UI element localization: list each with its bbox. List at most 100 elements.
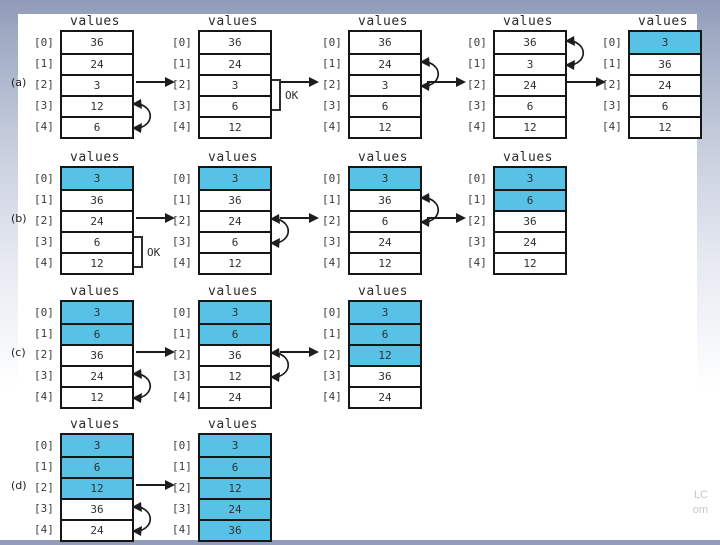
watermark-line-2: om <box>692 504 708 516</box>
index-label: [2] <box>172 214 192 227</box>
watermark-line-1: LC <box>693 489 708 501</box>
watermark: LC om <box>693 488 708 518</box>
array-cell: 12 <box>350 252 420 273</box>
array-cell: 12 <box>62 95 132 116</box>
index-label: [2] <box>172 481 192 494</box>
array-cell: 24 <box>350 386 420 407</box>
ok-bracket <box>272 79 281 111</box>
index-label: [0] <box>322 306 342 319</box>
index-column: [0][1][2][3][4] <box>34 302 58 407</box>
index-column: [0][1][2][3][4] <box>322 302 346 407</box>
array-cell: 36 <box>350 32 420 53</box>
index-label: [1] <box>172 327 192 340</box>
index-label: [1] <box>172 57 192 70</box>
array-cell: 12 <box>200 252 270 273</box>
index-label: [0] <box>34 172 54 185</box>
values-header: values <box>70 284 120 299</box>
array-cell: 6 <box>62 231 132 252</box>
index-label: [4] <box>34 523 54 536</box>
array-cell: 24 <box>62 53 132 74</box>
swap-arrows-icon <box>132 99 152 133</box>
index-label: [2] <box>172 348 192 361</box>
index-label: [2] <box>322 78 342 91</box>
index-label: [3] <box>172 369 192 382</box>
index-label: [1] <box>467 193 487 206</box>
index-label: [1] <box>34 57 54 70</box>
array-cell: 36 <box>495 32 565 53</box>
index-label: [3] <box>34 235 54 248</box>
index-label: [0] <box>172 172 192 185</box>
index-label: [0] <box>467 172 487 185</box>
array-cell: 12 <box>495 116 565 137</box>
index-label: [1] <box>34 327 54 340</box>
index-column: [0][1][2][3][4] <box>34 32 58 137</box>
array-cell: 3 <box>495 53 565 74</box>
array-cell: 6 <box>62 116 132 137</box>
right-arrow-icon <box>136 77 175 87</box>
values-header: values <box>208 14 258 29</box>
array-cell: 3 <box>200 74 270 95</box>
array-cell: 36 <box>62 189 132 210</box>
index-label: [1] <box>322 57 342 70</box>
array-cell: 3 <box>62 302 132 323</box>
array-cell: 24 <box>62 365 132 386</box>
index-column: [0][1][2][3][4] <box>34 168 58 273</box>
array-cell: 3 <box>350 302 420 323</box>
index-label: [0] <box>34 439 54 452</box>
array-cell: 12 <box>630 116 700 137</box>
index-label: [0] <box>172 439 192 452</box>
right-arrow-icon <box>136 480 175 490</box>
array-cell: 3 <box>62 168 132 189</box>
array-cell: 24 <box>350 53 420 74</box>
index-label: [4] <box>172 120 192 133</box>
pass-label: (d) <box>11 479 27 492</box>
index-label: [2] <box>602 78 622 91</box>
index-label: [2] <box>467 78 487 91</box>
array-cell: 6 <box>200 231 270 252</box>
index-column: [0][1][2][3][4] <box>34 435 58 540</box>
index-label: [3] <box>322 99 342 112</box>
index-label: [1] <box>602 57 622 70</box>
right-arrow-icon <box>136 347 175 357</box>
right-arrow-icon <box>136 213 175 223</box>
right-arrow-icon <box>280 347 319 357</box>
index-column: [0][1][2][3][4] <box>467 168 491 273</box>
index-label: [3] <box>34 99 54 112</box>
array-cell: 12 <box>200 365 270 386</box>
index-label: [3] <box>172 99 192 112</box>
values-header: values <box>208 284 258 299</box>
index-label: [3] <box>602 99 622 112</box>
array-cell: 24 <box>200 53 270 74</box>
index-label: [4] <box>467 120 487 133</box>
index-column: [0][1][2][3][4] <box>467 32 491 137</box>
index-label: [0] <box>172 36 192 49</box>
array-cell: 36 <box>200 189 270 210</box>
array-cell: 6 <box>200 456 270 477</box>
array-cell: 3 <box>200 168 270 189</box>
index-label: [3] <box>172 502 192 515</box>
index-label: [1] <box>34 460 54 473</box>
swap-arrows-icon <box>132 369 152 403</box>
index-label: [4] <box>602 120 622 133</box>
values-header: values <box>358 14 408 29</box>
swap-arrows-icon <box>270 214 290 248</box>
ok-bracket-marker: OK <box>272 78 298 112</box>
values-header: values <box>358 284 408 299</box>
values-header: values <box>503 14 553 29</box>
ok-bracket <box>134 236 143 268</box>
index-label: [2] <box>34 78 54 91</box>
index-label: [4] <box>322 120 342 133</box>
